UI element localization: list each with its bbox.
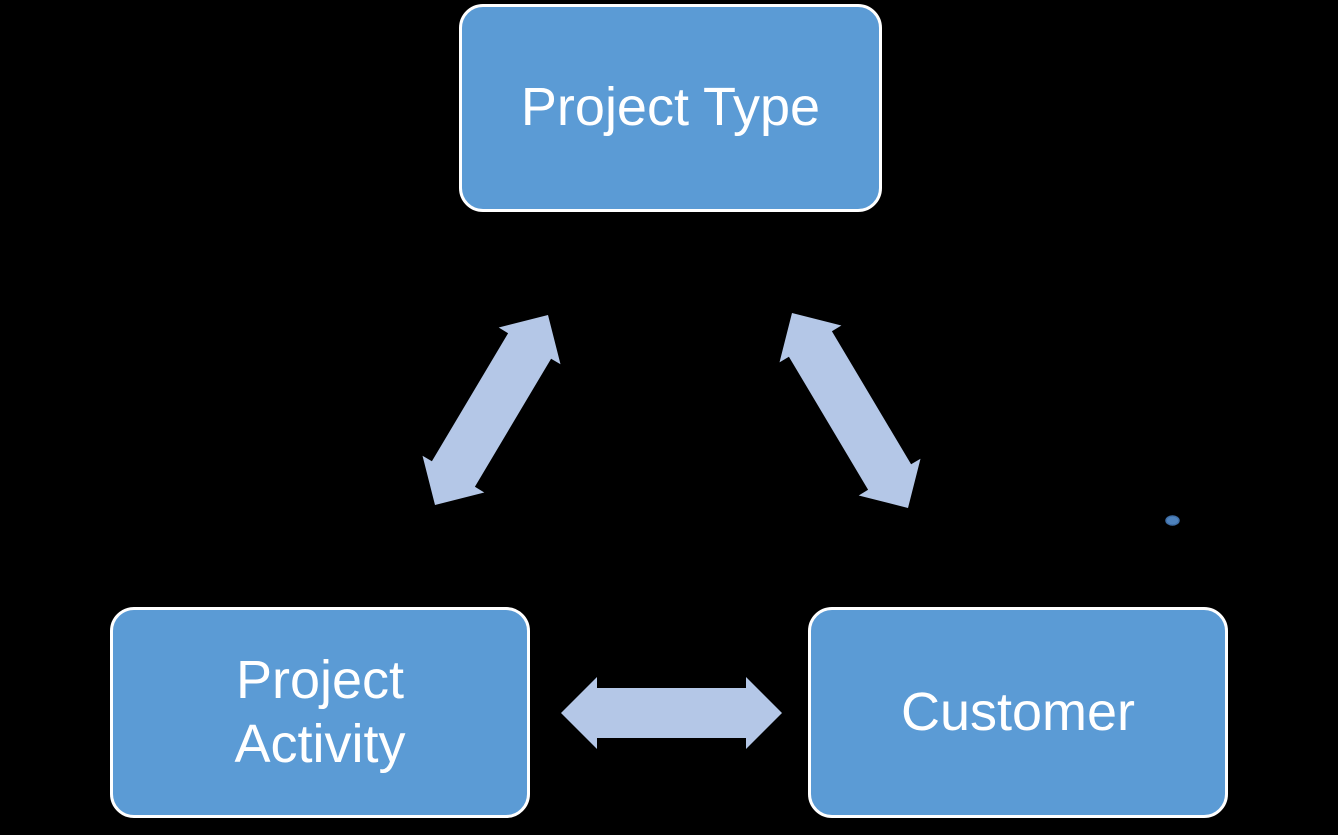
double-arrow-type-activity-icon (422, 315, 561, 505)
node-customer: Customer (808, 607, 1228, 818)
stray-dot (1165, 515, 1180, 526)
node-project-type-label: Project Type (520, 77, 821, 138)
double-arrow-type-customer-icon (779, 313, 921, 508)
node-project-activity: Project Activity (110, 607, 530, 818)
node-project-activity-label: Project Activity (234, 649, 406, 774)
double-arrow-activity-customer-icon (561, 677, 782, 749)
node-project-type: Project Type (459, 4, 882, 212)
node-customer-label: Customer (900, 681, 1136, 742)
